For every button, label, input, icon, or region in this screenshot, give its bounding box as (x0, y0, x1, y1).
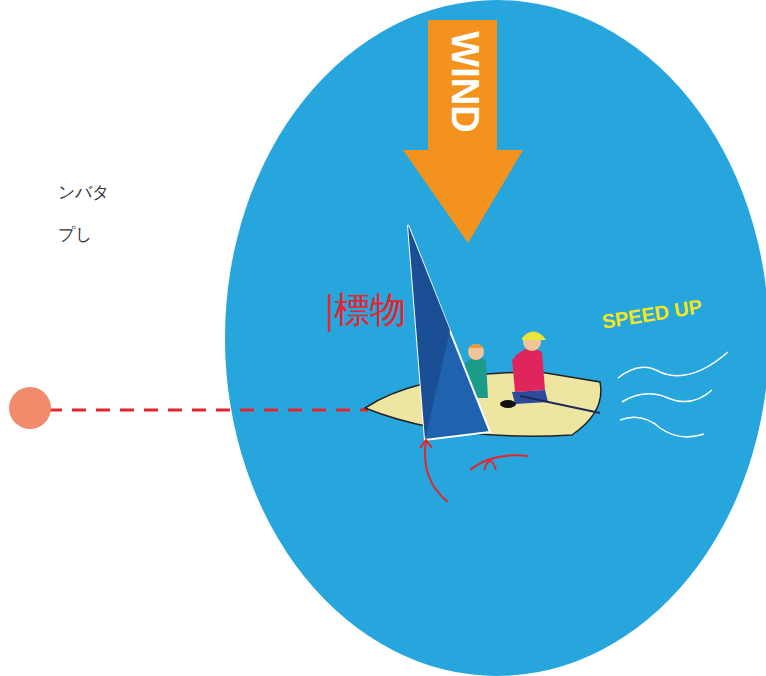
sight-line (48, 409, 368, 412)
sail-shade (408, 225, 450, 440)
turn-arrows (420, 440, 528, 502)
cut-text: プし (58, 226, 92, 243)
wind-arrow (403, 20, 523, 243)
text-fragment (328, 294, 331, 332)
target-label: 標物 (334, 292, 406, 328)
wake-lines (618, 352, 728, 437)
water-area (225, 0, 766, 676)
tiller (520, 396, 600, 413)
target-mark (9, 387, 51, 429)
cut-text: ンバタ (58, 184, 109, 201)
sail (408, 225, 490, 440)
wind-label: WIND (446, 31, 484, 132)
